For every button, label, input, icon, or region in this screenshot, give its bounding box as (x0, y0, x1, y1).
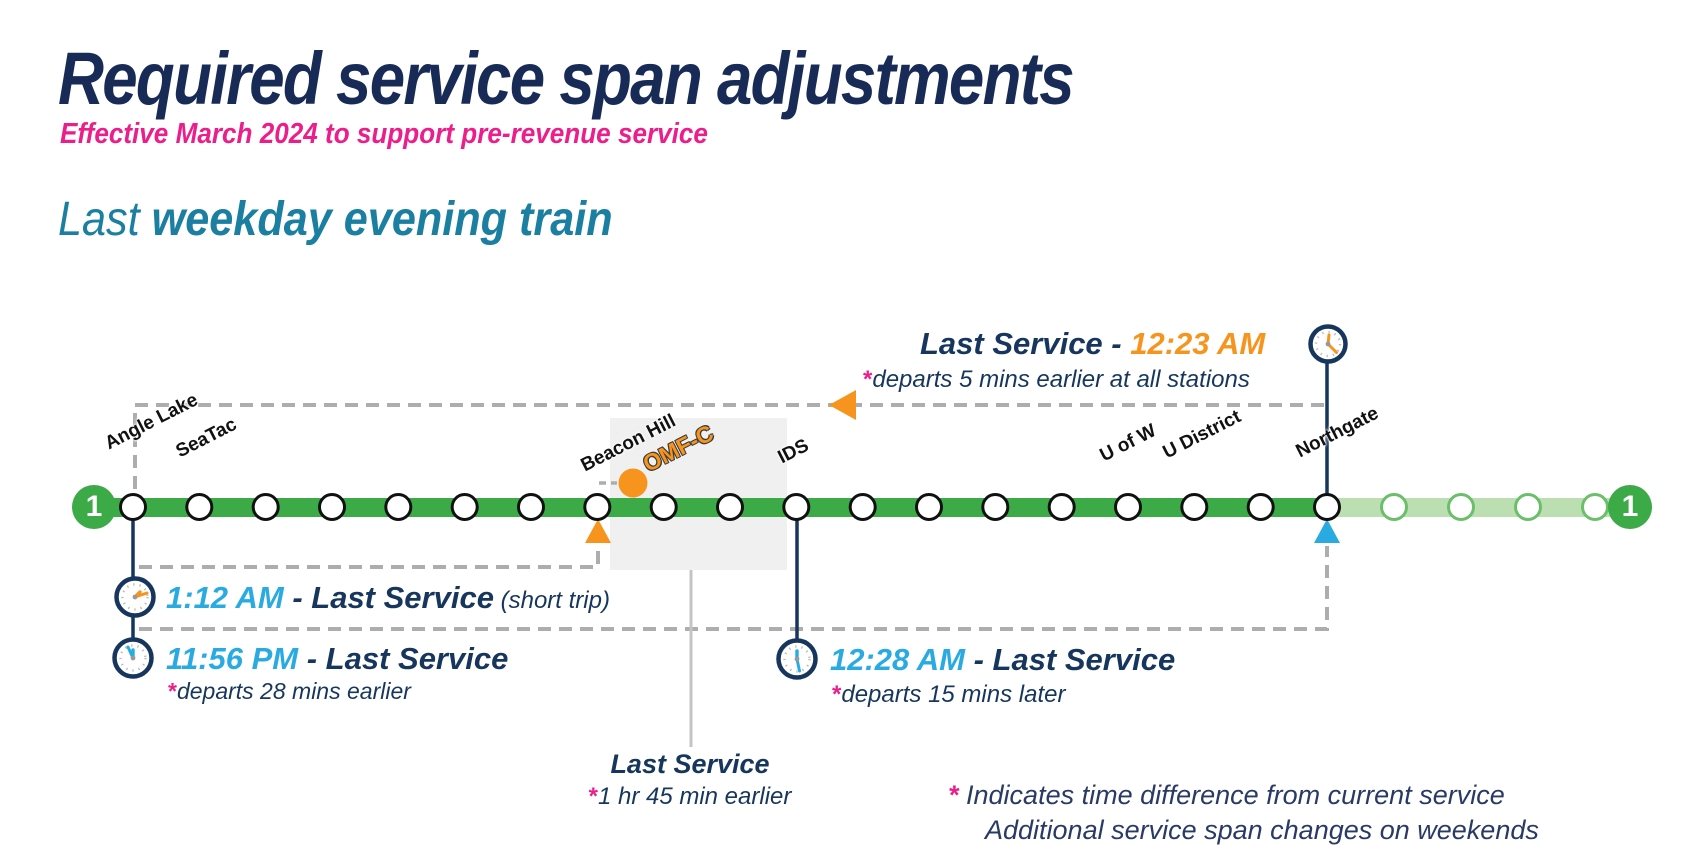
annotation-northgate-last: Last Service - 12:23 AM (920, 326, 1266, 361)
section-heading: Last weekday evening train (58, 192, 674, 247)
annotation-omf-last: Last Service (610, 749, 770, 779)
omf-dot-icon (618, 468, 648, 498)
route-badge-left: 1 (72, 485, 116, 529)
short-trip-time: 1:12 AM (166, 580, 284, 615)
future-station-markers (1380, 493, 1609, 521)
annotation-angle-lake-last: 11:56 PM - Last Service (166, 641, 509, 676)
angle-lake-last-time: 11:56 PM (166, 641, 299, 676)
beacon-hill-arrow-icon (585, 519, 611, 543)
section-heading-bold: weekday evening train (151, 193, 613, 246)
legend-line-1: * Indicates time difference from current… (948, 780, 1505, 810)
dashed-route-bottom (139, 546, 1329, 631)
clock-icon-northgate (1308, 324, 1348, 364)
annotation-short-trip: 1:12 AM - Last Service (short trip) (166, 580, 610, 615)
top-route-arrow-icon (829, 390, 856, 420)
page-title: Required service span adjustments (58, 36, 1238, 121)
annotation-ids-note: *departs 15 mins later (832, 681, 1066, 708)
short-trip-suffix: (short trip) (493, 587, 610, 614)
legend-line-2: Additional service span changes on weeke… (985, 815, 1539, 845)
station-markers (119, 493, 1341, 521)
annotation-ids-last: 12:28 AM - Last Service (830, 642, 1176, 677)
page-title-text: Required service span adjustments (58, 37, 1075, 120)
clock-icon-angle-lake (112, 637, 154, 679)
dashed-route-short-trip (139, 546, 600, 569)
annotation-angle-lake-note: *departs 28 mins earlier (168, 678, 411, 704)
ids-last-time: 12:28 AM (830, 642, 965, 677)
clock-icon-short-trip (114, 576, 156, 618)
dashed-route-top (133, 403, 1327, 489)
section-heading-prefix: Last (58, 193, 152, 246)
clock-icon-ids (776, 638, 818, 680)
annotation-omf-note: *1 hr 45 min earlier (588, 783, 792, 810)
northgate-arrow-icon (1314, 519, 1340, 543)
route-badge-right: 1 (1608, 485, 1652, 529)
annotation-northgate-note: *departs 5 mins earlier at all stations (863, 366, 1250, 393)
northgate-last-time: 12:23 AM (1130, 326, 1266, 361)
effective-date-subtitle: Effective March 2024 to support pre-reve… (60, 118, 708, 150)
